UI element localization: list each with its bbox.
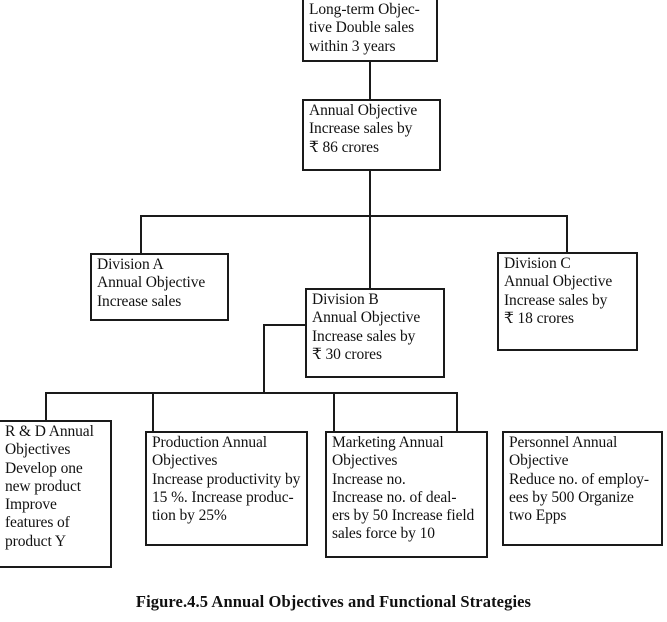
connector-drop-marketing — [333, 392, 335, 433]
connector-annual-drop — [369, 171, 371, 216]
figure-caption: Figure.4.5 Annual Objectives and Functio… — [135, 592, 532, 611]
connector-division-b-left — [263, 324, 307, 326]
connector-drop-personnel — [456, 392, 458, 433]
connector-drop-division-c — [566, 215, 568, 253]
connector-drop-production — [152, 392, 154, 433]
node-personnel-annual-objective: Personnel Annual Objective Reduce no. of… — [502, 431, 663, 546]
connector-division-bus — [140, 215, 568, 217]
node-division-c: Division C Annual Objective Increase sal… — [497, 252, 638, 351]
node-marketing-annual-objectives: Marketing Annual Objectives Increase no.… — [325, 431, 488, 558]
node-rnd-annual-objectives: R & D Annual Objectives Develop one new … — [0, 420, 112, 568]
connector-longterm-to-annual — [369, 62, 371, 100]
connector-drop-division-b — [369, 215, 371, 289]
connector-functional-bus — [45, 392, 458, 394]
node-long-term-objective: Long-term Objec- tive Double sales withi… — [302, 0, 438, 62]
node-annual-objective: Annual Objective Increase sales by ₹ 86 … — [302, 99, 441, 171]
connector-drop-division-a — [140, 215, 142, 254]
node-division-b: Division B Annual Objective Increase sal… — [305, 288, 445, 378]
node-production-annual-objectives: Production Annual Objectives Increase pr… — [145, 431, 308, 546]
node-division-a: Division A Annual Objective Increase sal… — [90, 253, 229, 321]
connector-drop-rnd — [45, 392, 47, 422]
connector-division-b-elbow — [263, 324, 265, 394]
